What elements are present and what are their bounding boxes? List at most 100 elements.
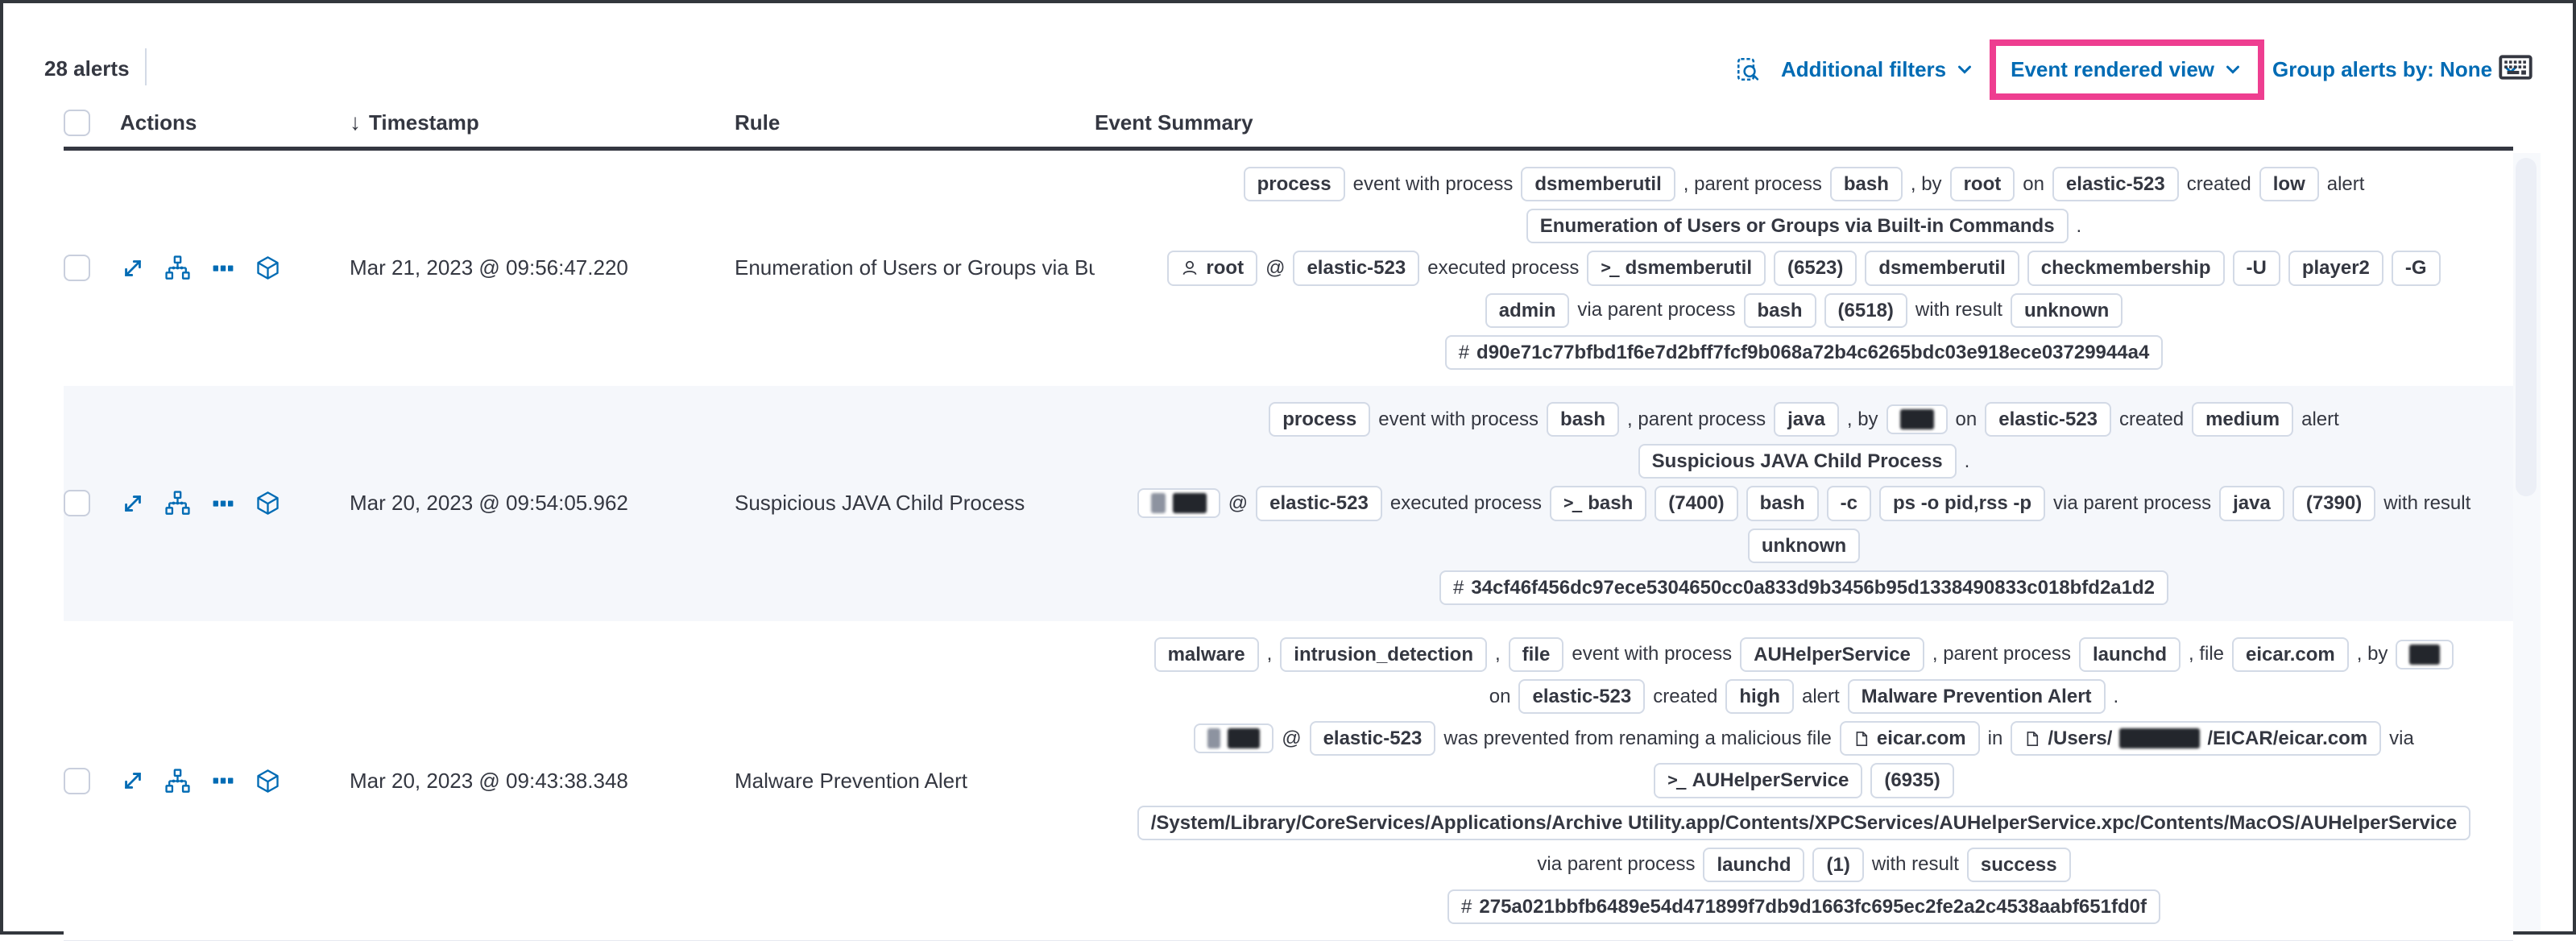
column-header-actions: Actions [120, 110, 197, 135]
summary-pill[interactable]: bash [1746, 486, 1819, 521]
expand-alert-icon[interactable] [120, 255, 145, 280]
summary-pill[interactable]: (6523) [1774, 251, 1857, 286]
summary-pill[interactable]: elastic-523 [1985, 401, 2112, 437]
summary-pill[interactable]: >_dsmemberutil [1587, 251, 1766, 286]
summary-text: via parent process [2053, 491, 2212, 514]
expand-alert-icon[interactable] [120, 769, 145, 794]
additional-filters-button[interactable]: Additional filters [1781, 57, 1975, 82]
summary-pill[interactable]: #d90e71c77bfbd1f6e7d2bff7fcf9b068a72b4c6… [1444, 334, 2164, 370]
view-selector-button[interactable]: Event rendered view [2011, 57, 2243, 82]
analyze-event-icon[interactable] [165, 491, 190, 516]
summary-pill[interactable]: medium [2192, 401, 2294, 437]
summary-pill[interactable]: (1) [1812, 847, 1864, 882]
summary-text: , parent process [1932, 643, 2071, 665]
summary-pill[interactable]: (6518) [1824, 292, 1907, 328]
summary-pill[interactable]: launchd [1703, 847, 1805, 882]
summary-pill[interactable]: process [1269, 401, 1371, 437]
file-icon [1853, 730, 1870, 748]
summary-pill[interactable]: eicar.com [1839, 721, 1980, 757]
summary-pill-redacted[interactable] [2396, 639, 2454, 669]
summary-pill[interactable]: (6935) [1870, 763, 1954, 798]
summary-pill[interactable]: Malware Prevention Alert [1847, 679, 2106, 715]
summary-text: via parent process [1537, 853, 1696, 876]
summary-pill[interactable]: -U [2232, 251, 2280, 286]
keyboard-shortcuts-icon[interactable] [2497, 48, 2534, 85]
summary-pill[interactable]: elastic-523 [1518, 679, 1646, 715]
pill-label: (7390) [2305, 492, 2363, 515]
more-actions-icon[interactable] [210, 491, 235, 516]
redacted-block [1899, 409, 1934, 430]
summary-pill[interactable]: (7400) [1655, 486, 1738, 521]
analyze-event-icon[interactable] [165, 768, 190, 794]
pill-label: root [1963, 173, 2002, 195]
session-view-icon[interactable] [255, 769, 280, 794]
summary-pill[interactable]: launchd [2078, 636, 2180, 673]
summary-pill[interactable]: elastic-523 [1309, 721, 1436, 757]
row-checkbox[interactable] [64, 255, 90, 282]
analyze-event-icon[interactable] [165, 255, 190, 280]
summary-pill[interactable]: #275a021bbfb6489e54d471899f7db9d1663fc69… [1447, 889, 2160, 925]
summary-pill[interactable]: admin [1485, 292, 1570, 328]
summary-pill[interactable]: Suspicious JAVA Child Process [1638, 444, 1957, 479]
summary-pill[interactable]: Enumeration of Users or Groups via Built… [1526, 209, 2069, 244]
summary-text: , parent process [1627, 408, 1766, 430]
more-actions-icon[interactable] [210, 769, 235, 794]
summary-pill[interactable]: malware [1153, 636, 1259, 673]
summary-pill[interactable]: elastic-523 [1256, 486, 1382, 521]
summary-pill[interactable]: elastic-523 [2052, 167, 2179, 202]
group-alerts-by-button[interactable]: Group alerts by: None [2272, 57, 2521, 82]
session-view-icon[interactable] [255, 255, 280, 280]
summary-pill[interactable]: root [1167, 251, 1258, 286]
summary-pill[interactable]: unknown [1747, 528, 1861, 563]
timestamp-cell: Mar 20, 2023 @ 09:54:05.962 [350, 491, 628, 516]
summary-pill[interactable]: bash [1829, 167, 1903, 202]
summary-pill[interactable]: dsmemberutil [1521, 167, 1675, 202]
summary-pill[interactable]: java [1774, 401, 1839, 437]
summary-pill[interactable]: high [1725, 679, 1794, 715]
summary-pill[interactable]: -c [1826, 486, 1872, 521]
summary-pill[interactable]: -G [2391, 251, 2441, 286]
summary-pill[interactable]: ps -o pid,rss -p [1879, 486, 2046, 521]
summary-pill-redacted[interactable] [1886, 404, 1948, 435]
summary-pill[interactable]: success [1966, 847, 2071, 882]
expand-alert-icon[interactable] [120, 491, 145, 516]
summary-pill[interactable]: >_bash [1549, 486, 1647, 521]
session-view-icon[interactable] [255, 491, 280, 516]
summary-pill[interactable]: bash [1743, 292, 1816, 328]
pill-label: intrusion_detection [1294, 643, 1473, 665]
summary-pill[interactable]: root [1949, 167, 2015, 202]
summary-pill-redacted[interactable] [1194, 723, 1274, 754]
summary-pill[interactable]: intrusion_detection [1280, 636, 1487, 673]
summary-pill[interactable]: /Users//EICAR/eicar.com [2011, 721, 2382, 757]
scrollbar[interactable] [2512, 153, 2541, 931]
pill-label: ps -o pid,rss -p [1893, 492, 2032, 515]
summary-pill[interactable]: elastic-523 [1293, 251, 1420, 286]
column-header-timestamp[interactable]: ↓Timestamp [350, 110, 479, 135]
summary-pill-redacted[interactable] [1137, 488, 1220, 519]
summary-pill[interactable]: dsmemberutil [1865, 251, 2019, 286]
summary-pill[interactable]: checkmembership [2027, 251, 2225, 286]
scrollbar-thumb[interactable] [2516, 158, 2537, 496]
summary-pill[interactable]: unknown [2010, 292, 2123, 328]
pill-label: AUHelperService [1754, 643, 1911, 665]
summary-pill[interactable]: AUHelperService [1740, 636, 1924, 673]
summary-pill[interactable]: eicar.com [2232, 636, 2349, 673]
select-all-checkbox[interactable] [64, 109, 90, 136]
summary-pill[interactable]: >_AUHelperService [1654, 763, 1863, 798]
inspect-icon[interactable] [1735, 57, 1760, 82]
summary-pill[interactable]: player2 [2288, 251, 2383, 286]
summary-pill[interactable]: (7390) [2292, 486, 2376, 521]
row-checkbox[interactable] [64, 490, 90, 517]
summary-pill[interactable]: java [2219, 486, 2284, 521]
summary-pill[interactable]: /System/Library/CoreServices/Application… [1137, 805, 2471, 840]
summary-pill[interactable]: bash [1547, 401, 1620, 437]
summary-pill[interactable]: file [1508, 636, 1564, 673]
row-checkbox[interactable] [64, 767, 90, 794]
pill-label: /Users/ [2048, 728, 2113, 750]
summary-pill[interactable]: process [1243, 167, 1345, 202]
more-actions-icon[interactable] [210, 255, 235, 280]
summary-pill[interactable]: #34cf46f456dc97ece5304650cc0a833d9b3456b… [1439, 570, 2169, 605]
summary-pill[interactable]: low [2259, 167, 2319, 202]
